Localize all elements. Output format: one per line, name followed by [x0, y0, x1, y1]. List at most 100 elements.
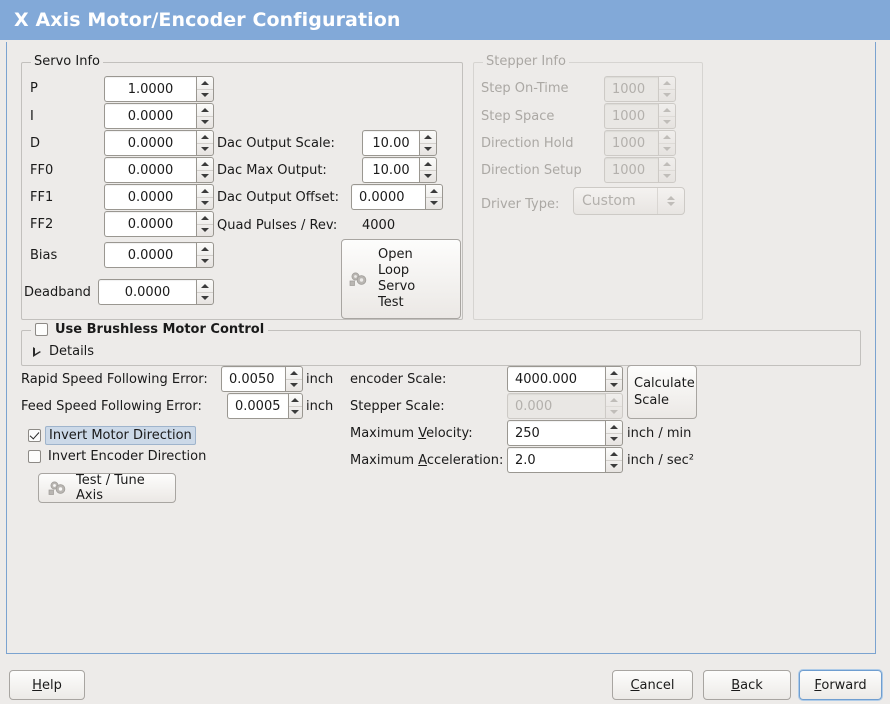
servo-input-d[interactable]: 0.0000: [104, 130, 214, 156]
spin-up-icon[interactable]: [197, 158, 213, 170]
servo-input-ff1-value[interactable]: 0.0000: [104, 184, 196, 210]
servo-input-deadband[interactable]: 0.0000: [98, 279, 214, 305]
dac-max-output-value[interactable]: 10.00: [362, 157, 419, 183]
spin-up-icon[interactable]: [426, 185, 442, 197]
spin-up-icon[interactable]: [289, 394, 303, 406]
cancel-button[interactable]: Cancel: [612, 670, 693, 700]
servo-input-ff2[interactable]: 0.0000: [104, 211, 214, 237]
maximum-velocity-spinner[interactable]: [605, 420, 623, 446]
spin-down-icon[interactable]: [420, 169, 436, 183]
servo-input-ff2-spinner[interactable]: [196, 211, 214, 237]
test-tune-axis-button[interactable]: Test / Tune Axis: [38, 473, 176, 503]
invert-motor-direction-checkbox[interactable]: Invert Motor Direction: [28, 426, 196, 445]
spin-up-icon[interactable]: [197, 185, 213, 197]
servo-input-i-value[interactable]: 0.0000: [104, 103, 196, 129]
servo-input-ff1-spinner[interactable]: [196, 184, 214, 210]
servo-input-bias-value[interactable]: 0.0000: [104, 242, 196, 268]
servo-input-i-spinner[interactable]: [196, 103, 214, 129]
back-button[interactable]: Back: [703, 670, 791, 700]
maximum-acceleration-spinner[interactable]: [605, 447, 623, 473]
dac-output-offset-spinner[interactable]: [425, 184, 443, 210]
servo-input-bias-spinner[interactable]: [196, 242, 214, 268]
servo-info-legend: Servo Info: [31, 55, 103, 69]
feed-following-error-input[interactable]: 0.0005: [227, 393, 303, 419]
forward-button[interactable]: Forward: [799, 670, 882, 700]
spin-down-icon[interactable]: [197, 223, 213, 237]
servo-label-ff1: FF1: [30, 190, 54, 205]
feed-following-error-value[interactable]: 0.0005: [227, 393, 288, 419]
spin-up-icon[interactable]: [197, 77, 213, 89]
maximum-velocity-input[interactable]: 250: [507, 420, 623, 446]
spin-down-icon[interactable]: [606, 459, 622, 473]
spin-down-icon[interactable]: [197, 115, 213, 129]
servo-input-bias[interactable]: 0.0000: [104, 242, 214, 268]
servo-input-ff0-value[interactable]: 0.0000: [104, 157, 196, 183]
spin-up-icon[interactable]: [286, 367, 302, 379]
spin-up-icon[interactable]: [197, 104, 213, 116]
spin-down-icon[interactable]: [197, 142, 213, 156]
servo-input-ff0[interactable]: 0.0000: [104, 157, 214, 183]
encoder-scale-spinner[interactable]: [605, 366, 623, 392]
dac-output-offset-input[interactable]: 0.0000: [351, 184, 443, 210]
servo-input-p[interactable]: 1.0000: [104, 76, 214, 102]
spin-down-icon[interactable]: [286, 378, 302, 392]
servo-input-d-spinner[interactable]: [196, 130, 214, 156]
spin-down-icon[interactable]: [426, 196, 442, 210]
spin-up-icon[interactable]: [606, 448, 622, 460]
dac-output-scale-value[interactable]: 10.00: [362, 130, 419, 156]
servo-input-i[interactable]: 0.0000: [104, 103, 214, 129]
stepper-step-space-spinner: [658, 103, 676, 129]
spin-down-icon[interactable]: [606, 432, 622, 446]
dac-output-offset-value[interactable]: 0.0000: [351, 184, 425, 210]
feed-following-error-spinner[interactable]: [287, 393, 303, 419]
stepper-scale-spinner: [605, 393, 623, 419]
spin-down-icon[interactable]: [420, 142, 436, 156]
open-loop-servo-test-button[interactable]: Open Loop Servo Test: [341, 239, 461, 319]
chevron-right-icon[interactable]: [33, 346, 41, 357]
spin-up-icon[interactable]: [420, 131, 436, 143]
stepper-input-direction-setup: 1000: [604, 157, 676, 183]
servo-input-ff1[interactable]: 0.0000: [104, 184, 214, 210]
dac-output-scale-spinner[interactable]: [419, 130, 437, 156]
encoder-scale-value[interactable]: 4000.000: [507, 366, 605, 392]
rapid-following-error-input[interactable]: 0.0050: [221, 366, 303, 392]
calculate-scale-button[interactable]: Calculate Scale: [627, 365, 697, 419]
spin-down-icon[interactable]: [197, 169, 213, 183]
spin-up-icon[interactable]: [606, 421, 622, 433]
checkbox-box[interactable]: [28, 450, 41, 463]
checkbox-box[interactable]: [35, 323, 48, 336]
encoder-scale-input[interactable]: 4000.000: [507, 366, 623, 392]
servo-input-deadband-value[interactable]: 0.0000: [98, 279, 196, 305]
spin-up-icon[interactable]: [197, 280, 213, 292]
rapid-following-error-spinner[interactable]: [285, 366, 303, 392]
servo-input-ff2-value[interactable]: 0.0000: [104, 211, 196, 237]
spin-down-icon[interactable]: [197, 254, 213, 268]
dac-max-output-spinner[interactable]: [419, 157, 437, 183]
dac-max-output-input[interactable]: 10.00: [362, 157, 437, 183]
spin-up-icon[interactable]: [197, 243, 213, 255]
spin-up-icon[interactable]: [197, 212, 213, 224]
use-brushless-motor-control-checkbox[interactable]: Use Brushless Motor Control: [31, 322, 269, 337]
servo-input-p-spinner[interactable]: [196, 76, 214, 102]
spin-down-icon[interactable]: [197, 196, 213, 210]
invert-encoder-direction-checkbox[interactable]: Invert Encoder Direction: [28, 449, 206, 464]
servo-input-d-value[interactable]: 0.0000: [104, 130, 196, 156]
spin-up-icon[interactable]: [420, 158, 436, 170]
spin-up-icon[interactable]: [197, 131, 213, 143]
maximum-acceleration-value[interactable]: 2.0: [507, 447, 605, 473]
maximum-velocity-value[interactable]: 250: [507, 420, 605, 446]
maximum-acceleration-input[interactable]: 2.0: [507, 447, 623, 473]
checkbox-box[interactable]: [28, 429, 41, 442]
spin-down-icon[interactable]: [288, 405, 302, 419]
spin-up-icon[interactable]: [606, 367, 622, 379]
dac-output-scale-input[interactable]: 10.00: [362, 130, 437, 156]
spin-down-icon[interactable]: [197, 88, 213, 102]
servo-input-deadband-spinner[interactable]: [196, 279, 214, 305]
rapid-following-error-value[interactable]: 0.0050: [221, 366, 285, 392]
help-button[interactable]: Help: [9, 670, 85, 700]
spin-down-icon[interactable]: [606, 378, 622, 392]
spin-down-icon[interactable]: [197, 291, 213, 305]
servo-input-p-value[interactable]: 1.0000: [104, 76, 196, 102]
servo-input-ff0-spinner[interactable]: [196, 157, 214, 183]
details-expander[interactable]: Details: [33, 344, 94, 359]
